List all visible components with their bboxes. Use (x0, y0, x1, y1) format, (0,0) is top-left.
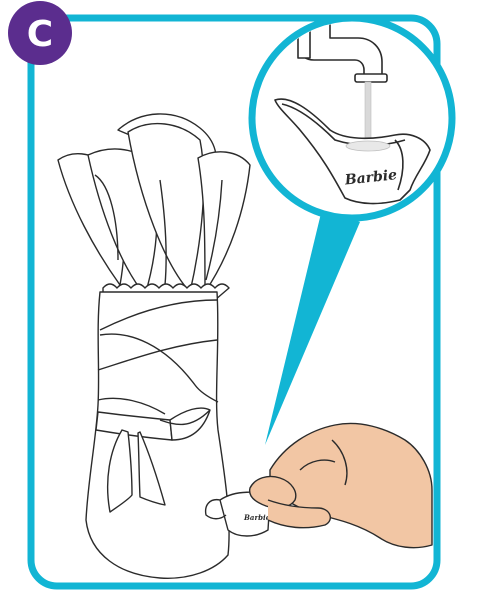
step-badge: C (8, 1, 72, 65)
small-cup-logo: Barbie (243, 513, 271, 522)
zoom-inset: Barbie (252, 18, 452, 218)
zoom-connector (265, 205, 360, 445)
wrapped-bouquet: Barbie (58, 114, 271, 578)
flower-petals (58, 114, 250, 295)
water-stream (365, 82, 371, 142)
hand (250, 423, 432, 547)
step-letter: C (27, 14, 53, 55)
